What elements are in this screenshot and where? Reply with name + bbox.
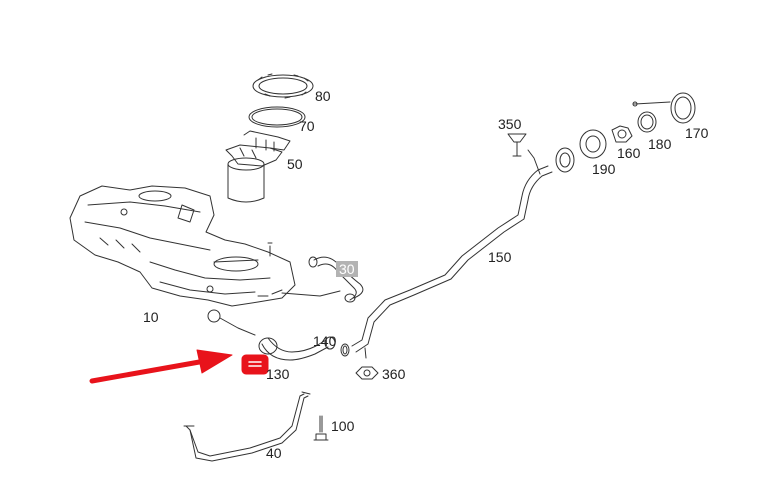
part-label-360[interactable]: 360 bbox=[382, 366, 406, 382]
fuel-tank-drawing[interactable] bbox=[69, 185, 341, 336]
hose-clamp-drawing[interactable] bbox=[340, 343, 350, 357]
filler-neck-seal-drawing[interactable] bbox=[611, 125, 633, 143]
part-label-180[interactable]: 180 bbox=[648, 136, 672, 152]
seal-ring-drawing[interactable] bbox=[248, 106, 306, 128]
filler-hose-drawing[interactable] bbox=[258, 336, 336, 361]
part-label-350[interactable]: 350 bbox=[498, 116, 522, 132]
tank-strap-drawing[interactable] bbox=[183, 391, 311, 462]
part-label-70[interactable]: 70 bbox=[299, 118, 315, 134]
selected-part-marker[interactable] bbox=[241, 354, 269, 375]
part-label-30[interactable]: 30 bbox=[336, 261, 358, 277]
part-label-160[interactable]: 160 bbox=[617, 145, 641, 161]
part-label-80[interactable]: 80 bbox=[315, 88, 331, 104]
nut-360-drawing[interactable] bbox=[355, 366, 379, 380]
bracket-350-drawing[interactable] bbox=[507, 133, 527, 157]
part-label-190[interactable]: 190 bbox=[592, 161, 616, 177]
part-label-50[interactable]: 50 bbox=[287, 156, 303, 172]
bolt-drawing[interactable] bbox=[313, 415, 329, 441]
part-label-130[interactable]: 130 bbox=[266, 366, 290, 382]
filler-cap-drawing[interactable] bbox=[632, 92, 696, 124]
lock-ring-drawing[interactable] bbox=[252, 73, 314, 99]
filler-pipe-drawing[interactable] bbox=[351, 147, 575, 359]
part-label-140[interactable]: 140 bbox=[313, 333, 337, 349]
part-label-100[interactable]: 100 bbox=[331, 418, 355, 434]
part-label-150[interactable]: 150 bbox=[488, 249, 512, 265]
part-label-170[interactable]: 170 bbox=[685, 125, 709, 141]
part-label-40[interactable]: 40 bbox=[266, 445, 282, 461]
filler-ring-drawing[interactable] bbox=[637, 111, 657, 133]
pointer-arrow bbox=[89, 349, 233, 384]
filler-housing-drawing[interactable] bbox=[579, 129, 607, 159]
part-label-10[interactable]: 10 bbox=[143, 309, 159, 325]
fuel-pump-drawing[interactable] bbox=[225, 130, 291, 203]
